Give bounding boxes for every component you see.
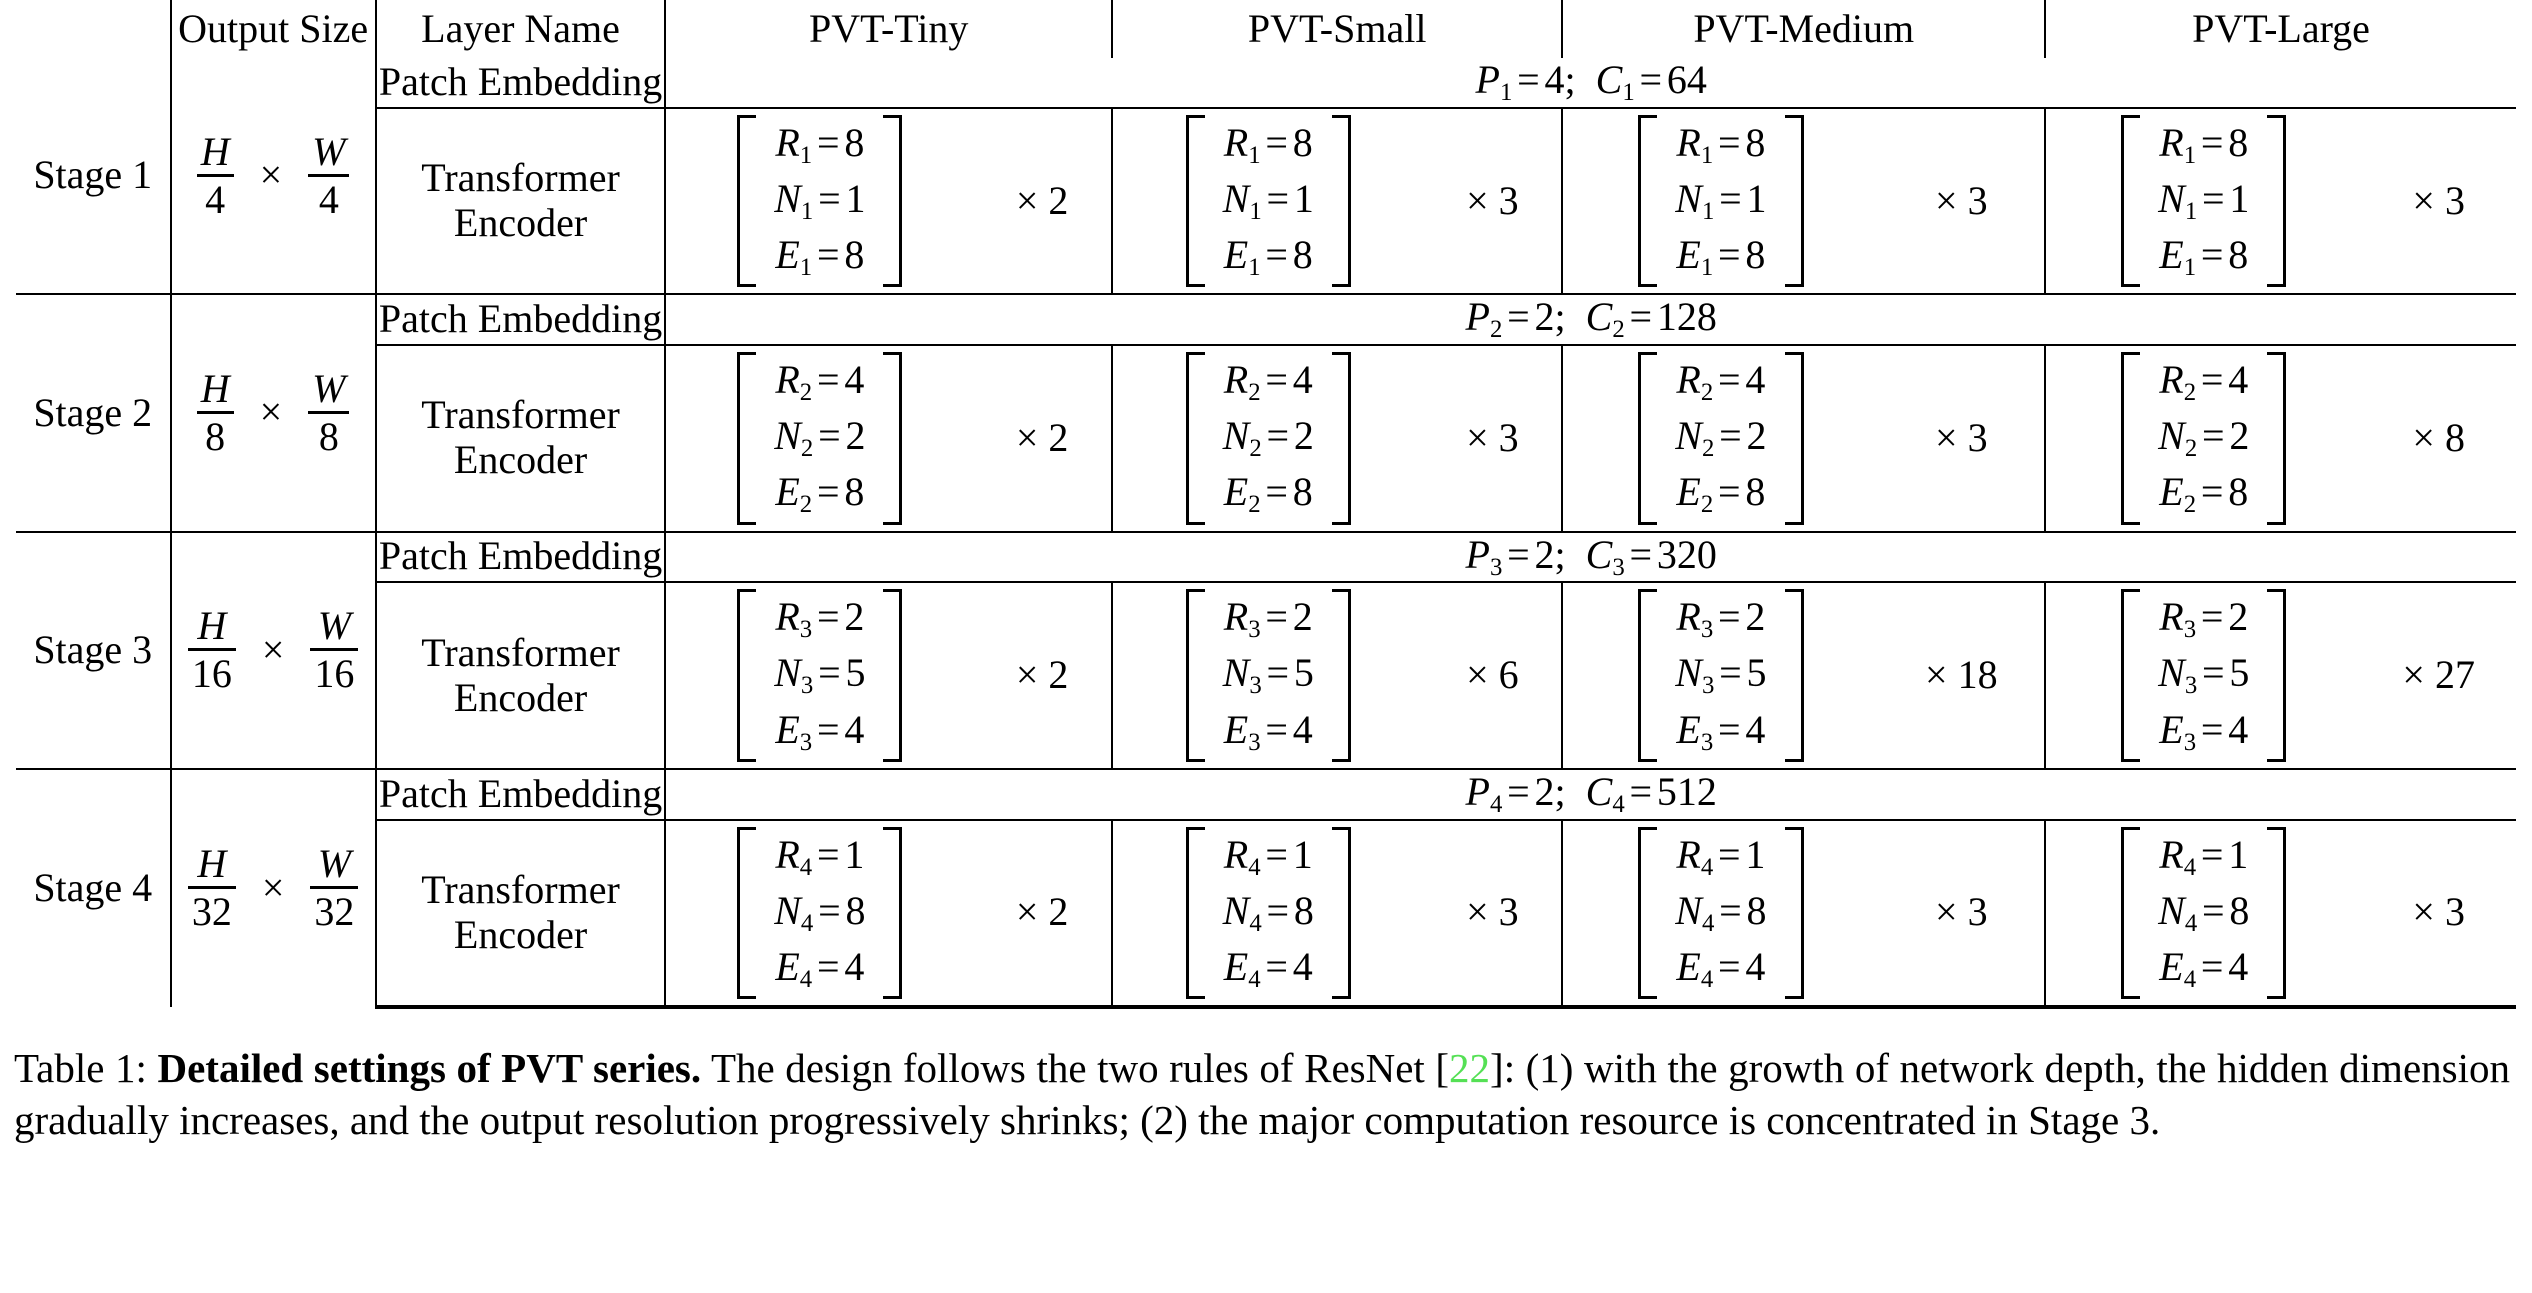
table-row-stage1-patch-embedding: Stage 1 H 4 × W 4 Patch Embedding P1=4; … [16,57,2516,295]
header-model-pvt-small: PVT-Small [1112,0,1564,58]
caption-text-after-citation: ]: (1) with the growth of network depth,… [14,1045,2510,1143]
fraction-h-over-16: H 16 [187,606,236,694]
encoder-matrix-stage3-small: R3=2 N3=5 E3=4 [1112,582,1424,770]
encoder-matrix-stage3-large: R3=2 N3=5 E3=4 [2045,582,2362,770]
patch-embedding-params-stage2: P2=2; C2=128 [665,294,2516,346]
caption-text-before-citation: The design follows the two rules of ResN… [710,1045,1450,1092]
output-size-stage2: H 8 × W 8 [170,294,377,532]
encoder-matrix-stage2-tiny: R2=4 N2=2 E2=8 [665,344,974,533]
table-header-row: Output Size Layer Name PVT-Tiny PVT-Smal… [16,0,2516,58]
encoder-matrix-stage2-small: R2=4 N2=2 E2=8 [1112,344,1424,533]
times-symbol: × [261,626,285,672]
encoder-matrix-stage4-tiny: R4=1 N4=8 E4=4 [665,819,974,1010]
encoder-multiplier-stage4-medium: × 3 [1878,819,2047,1010]
fraction-h-over-32: H 32 [187,844,236,932]
encoder-matrix-stage4-medium: R4=1 N4=8 E4=4 [1562,819,1879,1010]
encoder-multiplier-stage1-large: × 3 [2361,107,2516,296]
encoder-multiplier-stage3-small: × 6 [1423,582,1564,770]
output-size-stage1: H 4 × W 4 [170,58,377,295]
table-row-stage2-patch-embedding: Stage 2 H 8 × W 8 Patch Embedding P2=2; … [16,294,2516,532]
encoder-multiplier-stage3-large: × 27 [2361,582,2516,770]
encoder-multiplier-stage1-small: × 3 [1423,107,1564,296]
stage-label-3: Stage 3 [16,531,172,769]
caption-prefix: Table 1: [14,1045,147,1092]
encoder-matrix-stage1-small: R1=8 N1=1 E1=8 [1112,107,1424,296]
output-size-stage4: H 32 × W 32 [170,768,377,1008]
layer-name-transformer-encoder-3: Transformer Encoder [375,582,667,770]
stage-label-4: Stage 4 [16,768,172,1008]
encoder-multiplier-stage2-small: × 3 [1423,344,1564,533]
layer-name-patch-embedding-2: Patch Embedding [375,294,667,346]
fraction-w-over-8: W 8 [308,368,350,457]
header-model-pvt-large: PVT-Large [2192,5,2370,51]
patch-embedding-params-stage1: P1=4; C1=64 [665,57,2516,109]
encoder-multiplier-stage2-tiny: × 2 [973,344,1114,533]
encoder-multiplier-stage4-tiny: × 2 [973,819,1114,1010]
fraction-h-over-4: H 4 [196,131,234,220]
encoder-matrix-stage3-medium: R3=2 N3=5 E3=4 [1562,582,1879,770]
layer-name-patch-embedding-1: Patch Embedding [375,58,667,109]
layer-name-transformer-encoder-4: Transformer Encoder [375,819,667,1010]
table-row-stage3-encoder: Transformer Encoder R3=2 N3=5 E3=4 × 2 R… [16,582,2516,770]
encoder-matrix-stage3-tiny: R3=2 N3=5 E3=4 [665,582,974,770]
encoder-multiplier-stage2-medium: × 3 [1878,344,2047,533]
encoder-matrix-stage4-large: R4=1 N4=8 E4=4 [2045,819,2362,1010]
layer-name-patch-embedding-3: Patch Embedding [375,531,667,584]
table-row-stage2-encoder: Transformer Encoder R2=4 N2=2 E2=8 × 2 R… [16,344,2516,533]
header-layer-name: Layer Name [375,0,667,58]
stage-label-1: Stage 1 [16,58,172,295]
encoder-matrix-stage1-medium: R1=8 N1=1 E1=8 [1562,107,1879,296]
encoder-multiplier-stage3-medium: × 18 [1878,582,2047,770]
encoder-multiplier-stage1-medium: × 3 [1878,107,2047,296]
citation-link-22[interactable]: 22 [1449,1045,1491,1092]
layer-name-patch-embedding-4: Patch Embedding [375,768,667,821]
encoder-matrix-stage4-small: R4=1 N4=8 E4=4 [1112,819,1424,1010]
encoder-matrix-stage1-tiny: R1=8 N1=1 E1=8 [665,107,974,296]
fraction-w-over-4: W 4 [308,131,350,220]
stage-label-2: Stage 2 [16,294,172,532]
layer-name-transformer-encoder-1: Transformer Encoder [375,107,667,296]
encoder-multiplier-stage4-small: × 3 [1423,819,1564,1010]
caption-bold-title: Detailed settings of PVT series. [157,1045,702,1092]
fraction-h-over-8: H 8 [196,368,234,457]
header-stage [16,0,172,58]
times-symbol: × [259,389,283,435]
output-size-stage3: H 16 × W 16 [170,531,377,769]
encoder-multiplier-stage4-large: × 3 [2361,819,2516,1010]
fraction-w-over-16: W 16 [310,606,359,694]
times-symbol: × [259,152,283,198]
pvt-settings-table: Output Size Layer Name PVT-Tiny PVT-Smal… [16,0,2516,1010]
encoder-matrix-stage2-large: R2=4 N2=2 E2=8 [2045,344,2362,533]
encoder-multiplier-stage1-tiny: × 2 [973,107,1114,296]
table-row-stage4-encoder: Transformer Encoder R4=1 N4=8 E4=4 × 2 R… [16,819,2516,1010]
header-output-size: Output Size [170,0,377,58]
header-model-pvt-medium: PVT-Medium [1562,0,2047,58]
patch-embedding-params-stage3: P3=2; C3=320 [665,531,2516,584]
encoder-matrix-stage2-medium: R2=4 N2=2 E2=8 [1562,344,1879,533]
header-model-pvt-tiny: PVT-Tiny [665,0,1114,58]
table-row-stage3-patch-embedding: Stage 3 H 16 × W 16 Patch Embedding P3=2… [16,531,2516,769]
patch-embedding-params-stage4: P4=2; C4=512 [665,768,2516,821]
encoder-matrix-stage1-large: R1=8 N1=1 E1=8 [2045,107,2362,296]
times-symbol: × [261,865,285,911]
encoder-multiplier-stage2-large: × 8 [2361,344,2516,533]
encoder-multiplier-stage3-tiny: × 2 [973,582,1114,770]
table-row-stage1-encoder: Transformer Encoder R1=8 N1=1 E1=8 × 2 R… [16,107,2516,296]
fraction-w-over-32: W 32 [310,844,359,932]
layer-name-transformer-encoder-2: Transformer Encoder [375,344,667,533]
table-caption: Table 1: Detailed settings of PVT series… [14,1043,2510,1146]
table-row-stage4-patch-embedding: Stage 4 H 32 × W 32 Patch Embedding P4=2… [16,768,2516,1008]
